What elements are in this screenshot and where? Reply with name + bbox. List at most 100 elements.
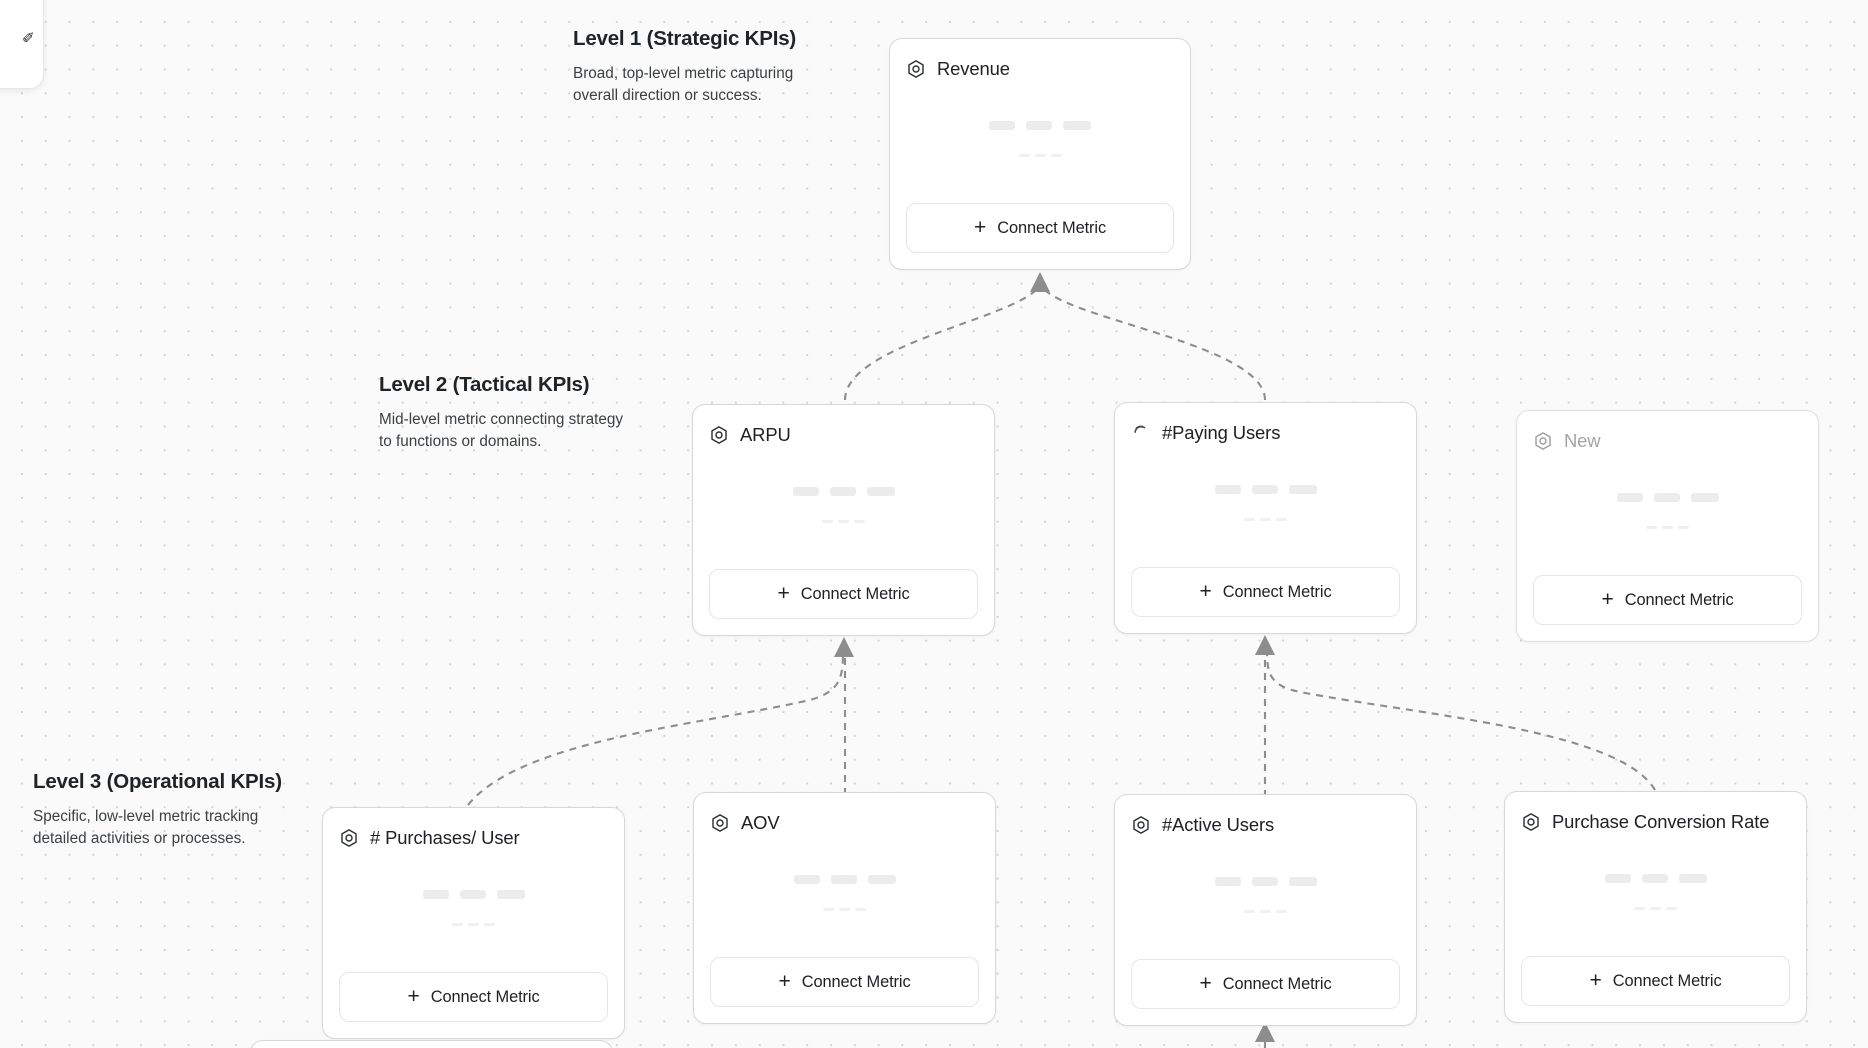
skeleton-subline	[1634, 907, 1677, 910]
connect-metric-label: Connect Metric	[800, 584, 910, 603]
plus-icon: +	[1199, 971, 1212, 995]
skeleton-bar	[1251, 485, 1278, 494]
metric-card-new[interactable]: New + Connect Metric	[1516, 410, 1819, 642]
skeleton-subline	[1244, 910, 1287, 913]
card-body-arpu	[709, 447, 978, 569]
floating-toolbar-panel[interactable]: ✐	[0, 0, 44, 89]
pointer-tool-icon[interactable]: ✐	[22, 30, 35, 47]
skeleton-bar	[1288, 877, 1317, 886]
skeleton-bar	[1678, 874, 1707, 883]
card-title-aov: AOV	[741, 811, 780, 833]
skeleton-bar	[1063, 121, 1091, 130]
skeleton-bar	[1653, 493, 1680, 502]
skeleton-bar	[1616, 493, 1643, 502]
level-3-description: Specific, low-level metric tracking deta…	[33, 808, 259, 847]
metric-card-arpu[interactable]: ARPU + Connect Metric	[692, 404, 995, 636]
connect-metric-label: Connect Metric	[1624, 590, 1734, 609]
skeleton-dash	[452, 923, 463, 926]
plus-icon: +	[973, 215, 987, 239]
skeleton-dash	[855, 908, 866, 911]
skeleton-dash	[1244, 518, 1255, 521]
metric-card-paying-users[interactable]: #Paying Users + Connect Metric	[1114, 402, 1417, 634]
card-body-revenue	[906, 81, 1174, 203]
skeleton-dash	[1646, 526, 1657, 529]
hexagon-metric-icon	[1133, 815, 1149, 834]
edge-purchases-to-arpu	[467, 653, 845, 806]
connect-metric-label: Connect Metric	[997, 218, 1107, 237]
skeleton-dash	[468, 923, 479, 926]
level-label-1: Level 1 (Strategic KPIs) Broad, top-leve…	[573, 27, 823, 107]
skeleton-dash	[822, 520, 833, 523]
skeleton-dash	[1276, 518, 1287, 521]
card-body-paying-users	[1131, 445, 1400, 567]
plus-icon: +	[777, 581, 790, 605]
skeleton-dash	[838, 520, 849, 523]
skeleton-bar	[422, 890, 449, 899]
skeleton-subline	[452, 923, 495, 926]
connect-metric-label: Connect Metric	[801, 972, 911, 991]
skeleton-subline	[1018, 154, 1062, 157]
level-1-title: Level 1 (Strategic KPIs)	[573, 27, 797, 50]
connect-metric-button-purchase-conversion-rate[interactable]: + Connect Metric	[1521, 956, 1790, 1006]
card-header-purchases-per-user: # Purchases/ User	[339, 825, 608, 850]
skeleton-bar	[1214, 877, 1241, 886]
skeleton-dash	[1650, 907, 1661, 910]
connect-metric-button-arpu[interactable]: + Connect Metric	[709, 569, 978, 619]
connect-metric-button-aov[interactable]: + Connect Metric	[710, 957, 979, 1007]
metric-card-purchases-per-user[interactable]: # Purchases/ User + Connect Metric	[322, 807, 625, 1039]
hexagon-metric-icon	[341, 828, 357, 847]
loading-spinner-icon	[1134, 425, 1148, 439]
skeleton-subline	[822, 520, 865, 523]
connect-metric-button-paying-users[interactable]: + Connect Metric	[1131, 567, 1400, 617]
hexagon-metric-icon	[1523, 812, 1539, 831]
skeleton-bar	[793, 875, 820, 884]
skeleton-bars	[422, 890, 525, 899]
plus-icon: +	[1199, 579, 1212, 603]
connect-metric-button-purchases-per-user[interactable]: + Connect Metric	[339, 972, 608, 1022]
card-title-active-users: #Active Users	[1162, 813, 1275, 835]
card-header-revenue: Revenue	[906, 56, 1174, 81]
level-1-description: Broad, top-level metric capturing overal…	[573, 65, 794, 104]
skeleton-dash	[823, 908, 834, 911]
skeleton-dash	[1018, 154, 1030, 157]
hexagon-metric-icon	[1535, 431, 1551, 450]
plus-icon: +	[1589, 968, 1602, 992]
skeleton-bars	[1604, 874, 1707, 883]
skeleton-bar	[1641, 874, 1668, 883]
skeleton-dash	[1634, 907, 1645, 910]
skeleton-dash	[854, 520, 865, 523]
card-title-purchases-per-user: # Purchases/ User	[370, 826, 520, 848]
skeleton-bar	[989, 121, 1015, 130]
plus-icon: +	[407, 984, 420, 1008]
metric-card-active-users[interactable]: #Active Users + Connect Metric	[1114, 794, 1417, 1026]
level-2-title: Level 2 (Tactical KPIs)	[379, 373, 590, 396]
hexagon-metric-icon	[711, 425, 727, 444]
skeleton-bars	[793, 875, 896, 884]
card-header-aov: AOV	[710, 810, 979, 835]
skeleton-dash	[1276, 910, 1287, 913]
skeleton-bars	[1616, 493, 1719, 502]
skeleton-bar	[829, 487, 856, 496]
plus-icon: +	[778, 969, 791, 993]
metric-card-purchase-conversion-rate[interactable]: Purchase Conversion Rate + Connect Metri…	[1504, 791, 1807, 1023]
skeleton-subline	[823, 908, 866, 911]
skeleton-bar	[1026, 121, 1052, 130]
metric-card-offscreen-partial[interactable]	[250, 1040, 613, 1048]
skeleton-dash	[1244, 910, 1255, 913]
edge-conversion-to-paying-users	[1265, 651, 1656, 791]
card-title-revenue: Revenue	[937, 57, 1010, 79]
skeleton-bars	[1214, 485, 1317, 494]
metric-card-revenue[interactable]: Revenue + Connect Metric	[889, 38, 1191, 270]
card-title-purchase-conversion-rate: Purchase Conversion Rate	[1552, 810, 1770, 832]
metric-card-aov[interactable]: AOV + Connect Metric	[693, 792, 996, 1024]
card-title-new: New	[1564, 429, 1601, 451]
connect-metric-button-new[interactable]: + Connect Metric	[1533, 575, 1802, 625]
skeleton-bar	[1690, 493, 1719, 502]
connect-metric-button-revenue[interactable]: + Connect Metric	[906, 203, 1174, 253]
connect-metric-button-active-users[interactable]: + Connect Metric	[1131, 959, 1400, 1009]
skeleton-dash	[1034, 154, 1046, 157]
card-body-purchase-conversion-rate	[1521, 834, 1790, 956]
skeleton-dash	[1678, 526, 1689, 529]
card-header-new: New	[1533, 428, 1802, 453]
